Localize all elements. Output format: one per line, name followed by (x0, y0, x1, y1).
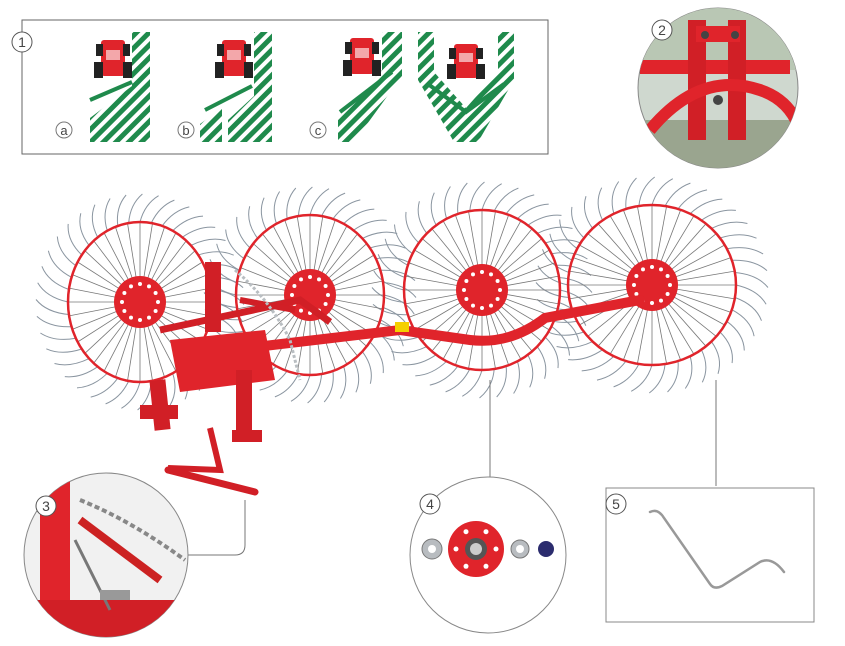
callout-2-number: 2 (658, 22, 666, 38)
tractor-icon (343, 38, 381, 76)
rake-wheel-3-tines (371, 181, 593, 399)
rake-wheel-4-tines (535, 176, 769, 394)
callout-3: 3 (35, 495, 57, 517)
tractor-icon (447, 44, 485, 79)
rake-tines (35, 176, 769, 411)
detail-hub-parts: 4 (409, 476, 567, 634)
main-beam (225, 295, 645, 355)
callout-5: 5 (605, 493, 627, 515)
rake-wheel-hub (114, 276, 166, 328)
hitch-frame (140, 262, 302, 496)
callout-3-number: 3 (42, 498, 50, 514)
callout-4-number: 4 (426, 496, 434, 512)
mode-b-label: b (182, 123, 189, 138)
rake-wheel-2 (234, 213, 386, 377)
mode-a-label: a (60, 123, 68, 138)
rake-wheel-3 (402, 208, 562, 372)
mode-b-diagram: b (177, 32, 272, 142)
detail-chain-spring: 3 (23, 472, 189, 638)
tine-wire (648, 509, 786, 589)
callout-5-number: 5 (612, 496, 620, 512)
leader-lines (185, 380, 717, 556)
callout-1: 1 (11, 31, 33, 53)
detail-tine: 5 (605, 487, 815, 623)
tractor-icon (94, 40, 132, 78)
rake-wheel-hub (456, 264, 508, 316)
hay-rake-machine (35, 176, 769, 496)
hub-flange-holes (453, 529, 499, 569)
hub-cap (538, 541, 554, 557)
mode-v-diagram (418, 32, 514, 142)
rake-wheel-hub (284, 269, 336, 321)
rake-wheel-4 (566, 203, 738, 367)
mode-c-diagram: c (309, 32, 402, 142)
hub-washer-left (421, 538, 443, 560)
hub-flange (448, 521, 504, 577)
warning-sticker (395, 322, 409, 332)
mode-c-label: c (315, 123, 322, 138)
detail-hitch-top: 2 (637, 7, 799, 169)
rake-wheels (66, 203, 738, 384)
mode-a-diagram: a (55, 32, 150, 142)
callout-2: 2 (651, 19, 673, 41)
panel-raking-modes: 1 a (11, 19, 549, 155)
tractor-icon (215, 40, 253, 78)
callout-1-number: 1 (18, 34, 26, 50)
hub-washer-right (510, 539, 530, 559)
callout-4: 4 (419, 493, 441, 515)
